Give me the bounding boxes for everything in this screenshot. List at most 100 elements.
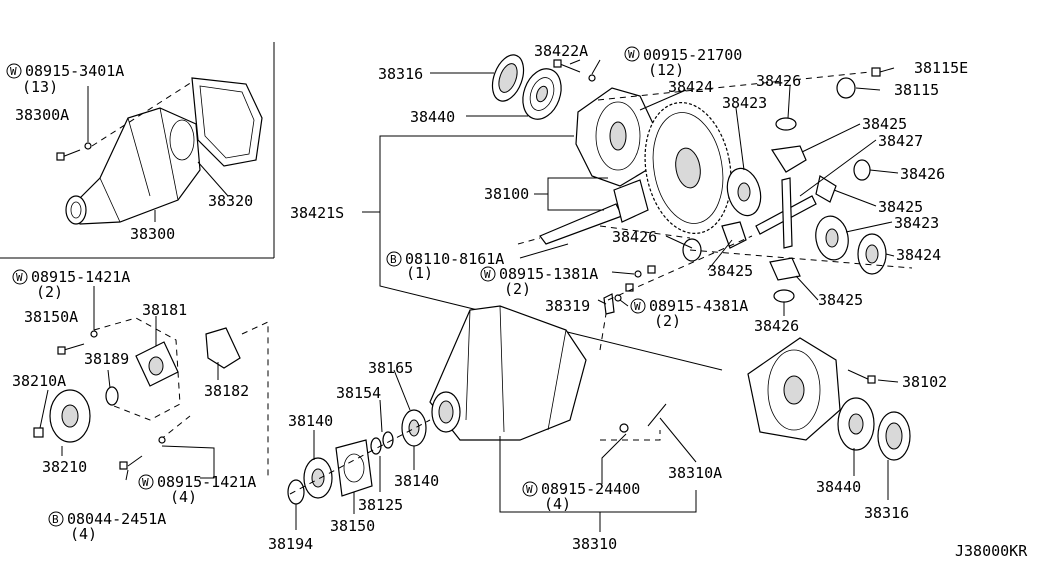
svg-text:W: W bbox=[628, 48, 635, 61]
main-diagram bbox=[33, 54, 913, 532]
part-label-38181: 38181 bbox=[142, 301, 187, 319]
quantity-label: (4) bbox=[70, 525, 97, 543]
pinion-shaft-38427-drawing bbox=[755, 177, 817, 249]
part-label-38421s: 38421S bbox=[290, 204, 344, 222]
part-label-00915-21700: 00915-21700 bbox=[643, 46, 742, 64]
part-label-38182: 38182 bbox=[204, 382, 249, 400]
bolt-symbol: B bbox=[386, 251, 402, 267]
diff-case-38424-drawing bbox=[575, 87, 657, 187]
part-label-38426-b: 38426 bbox=[900, 165, 945, 183]
pinion-mate-38425-drawing bbox=[721, 145, 837, 281]
washer-symbol: W bbox=[624, 46, 640, 62]
part-label-38194: 38194 bbox=[268, 535, 313, 553]
part-label-38320: 38320 bbox=[208, 192, 253, 210]
washer-symbol: W bbox=[522, 481, 538, 497]
washer-symbol: W bbox=[630, 298, 646, 314]
part-label-38189: 38189 bbox=[84, 350, 129, 368]
part-label-38425-d: 38425 bbox=[818, 291, 863, 309]
part-label-38426-c: 38426 bbox=[612, 228, 657, 246]
flange-38210-drawing bbox=[49, 389, 91, 443]
part-label-08915-3401a: 08915-3401A bbox=[25, 62, 124, 80]
part-labels: 38316 38422A W 00915-21700 (12) 38115E 3… bbox=[12, 42, 1028, 560]
bearing-38440-b-drawing bbox=[837, 397, 875, 451]
part-label-38422a: 38422A bbox=[534, 42, 588, 60]
part-label-38424-b: 38424 bbox=[896, 246, 941, 264]
washer-symbol: W bbox=[6, 63, 22, 79]
part-label-38210: 38210 bbox=[42, 458, 87, 476]
quantity-label: (2) bbox=[36, 283, 63, 301]
part-label-38423: 38423 bbox=[722, 94, 767, 112]
oil-seal-38194-drawing bbox=[287, 479, 305, 505]
part-label-38440-b: 38440 bbox=[816, 478, 861, 496]
part-label-08915-24400: 08915-24400 bbox=[541, 480, 640, 498]
part-label-38165: 38165 bbox=[368, 359, 413, 377]
part-label-38316-b: 38316 bbox=[864, 504, 909, 522]
part-label-38440: 38440 bbox=[410, 108, 455, 126]
diff-case-38424-b-drawing bbox=[857, 233, 887, 275]
part-label-38140-b: 38140 bbox=[394, 472, 439, 490]
part-label-38150a: 38150A bbox=[24, 308, 78, 326]
part-label-08915-1421a-b: 08915-1421A bbox=[157, 473, 256, 491]
oring-38189-drawing bbox=[105, 386, 119, 406]
part-label-08915-1421a: 08915-1421A bbox=[31, 268, 130, 286]
part-label-38154: 38154 bbox=[336, 384, 381, 402]
part-label-38310a: 38310A bbox=[668, 464, 722, 482]
svg-text:W: W bbox=[16, 271, 23, 284]
side-gear-38423-drawing bbox=[726, 167, 762, 217]
breather-38319-drawing bbox=[603, 293, 615, 315]
stud-38310a-drawing bbox=[619, 403, 667, 433]
side-gear-38423-b-drawing bbox=[815, 215, 849, 261]
part-label-08044-2451a: 08044-2451A bbox=[67, 510, 166, 528]
part-label-38115e: 38115E bbox=[914, 59, 968, 77]
diagram-code: J38000KR bbox=[955, 542, 1028, 560]
part-label-38423-b: 38423 bbox=[894, 214, 939, 232]
quantity-label: (12) bbox=[648, 61, 684, 79]
quantity-label: (4) bbox=[170, 488, 197, 506]
gasket-38182-drawing bbox=[205, 327, 241, 369]
part-label-38319: 38319 bbox=[545, 297, 590, 315]
oil-seal-38316-drawing bbox=[491, 54, 525, 102]
part-label-38102: 38102 bbox=[902, 373, 947, 391]
part-label-38316: 38316 bbox=[378, 65, 423, 83]
part-label-38140: 38140 bbox=[288, 412, 333, 430]
part-label-08915-4381a: 08915-4381A bbox=[649, 297, 748, 315]
oil-seal-38316-b-drawing bbox=[877, 411, 911, 461]
washer-symbol: W bbox=[12, 269, 28, 285]
svg-text:W: W bbox=[10, 65, 17, 78]
svg-text:W: W bbox=[526, 483, 533, 496]
washer-symbol: W bbox=[480, 266, 496, 282]
part-label-38125: 38125 bbox=[358, 496, 403, 514]
part-label-38100: 38100 bbox=[484, 185, 529, 203]
carrier-housing-38310-drawing bbox=[429, 305, 587, 441]
part-label-08110-8161a: 08110-8161A bbox=[405, 250, 504, 268]
part-label-38210a: 38210A bbox=[12, 372, 66, 390]
companion-flange-38150-drawing bbox=[335, 439, 373, 497]
side-flange-38181-drawing bbox=[135, 341, 179, 387]
bolt-08915-1381a-drawing bbox=[614, 265, 656, 302]
diff-case-assembly-drawing bbox=[747, 337, 841, 441]
part-label-38426: 38426 bbox=[756, 72, 801, 90]
quantity-label: (2) bbox=[654, 312, 681, 330]
inset-panel: W 08915-3401A (13) 38300A 38320 38300 bbox=[0, 42, 275, 259]
part-label-38115: 38115 bbox=[894, 81, 939, 99]
nut-38210a-drawing bbox=[33, 427, 44, 438]
bolt-38150a-drawing bbox=[57, 330, 98, 355]
part-label-08915-1381a: 08915-1381A bbox=[499, 265, 598, 283]
bearing-38140-drawing bbox=[303, 457, 333, 499]
quantity-label: (1) bbox=[406, 264, 433, 282]
part-label-38310: 38310 bbox=[572, 535, 617, 553]
bolt-symbol: B bbox=[48, 511, 64, 527]
part-label-38300: 38300 bbox=[130, 225, 175, 243]
svg-text:W: W bbox=[484, 268, 491, 281]
part-label-38426-d: 38426 bbox=[754, 317, 799, 335]
ring-gear-38100-drawing bbox=[644, 101, 732, 235]
quantity-label: (2) bbox=[504, 280, 531, 298]
bolt-08044-drawing bbox=[119, 436, 166, 470]
spacer-38154-drawing bbox=[370, 431, 394, 455]
part-label-38150: 38150 bbox=[330, 517, 375, 535]
part-label-38300a: 38300A bbox=[15, 106, 69, 124]
part-label-38425-b: 38425 bbox=[878, 198, 923, 216]
gasket-38320-drawing bbox=[191, 77, 263, 167]
drive-pinion-drawing bbox=[517, 179, 649, 245]
